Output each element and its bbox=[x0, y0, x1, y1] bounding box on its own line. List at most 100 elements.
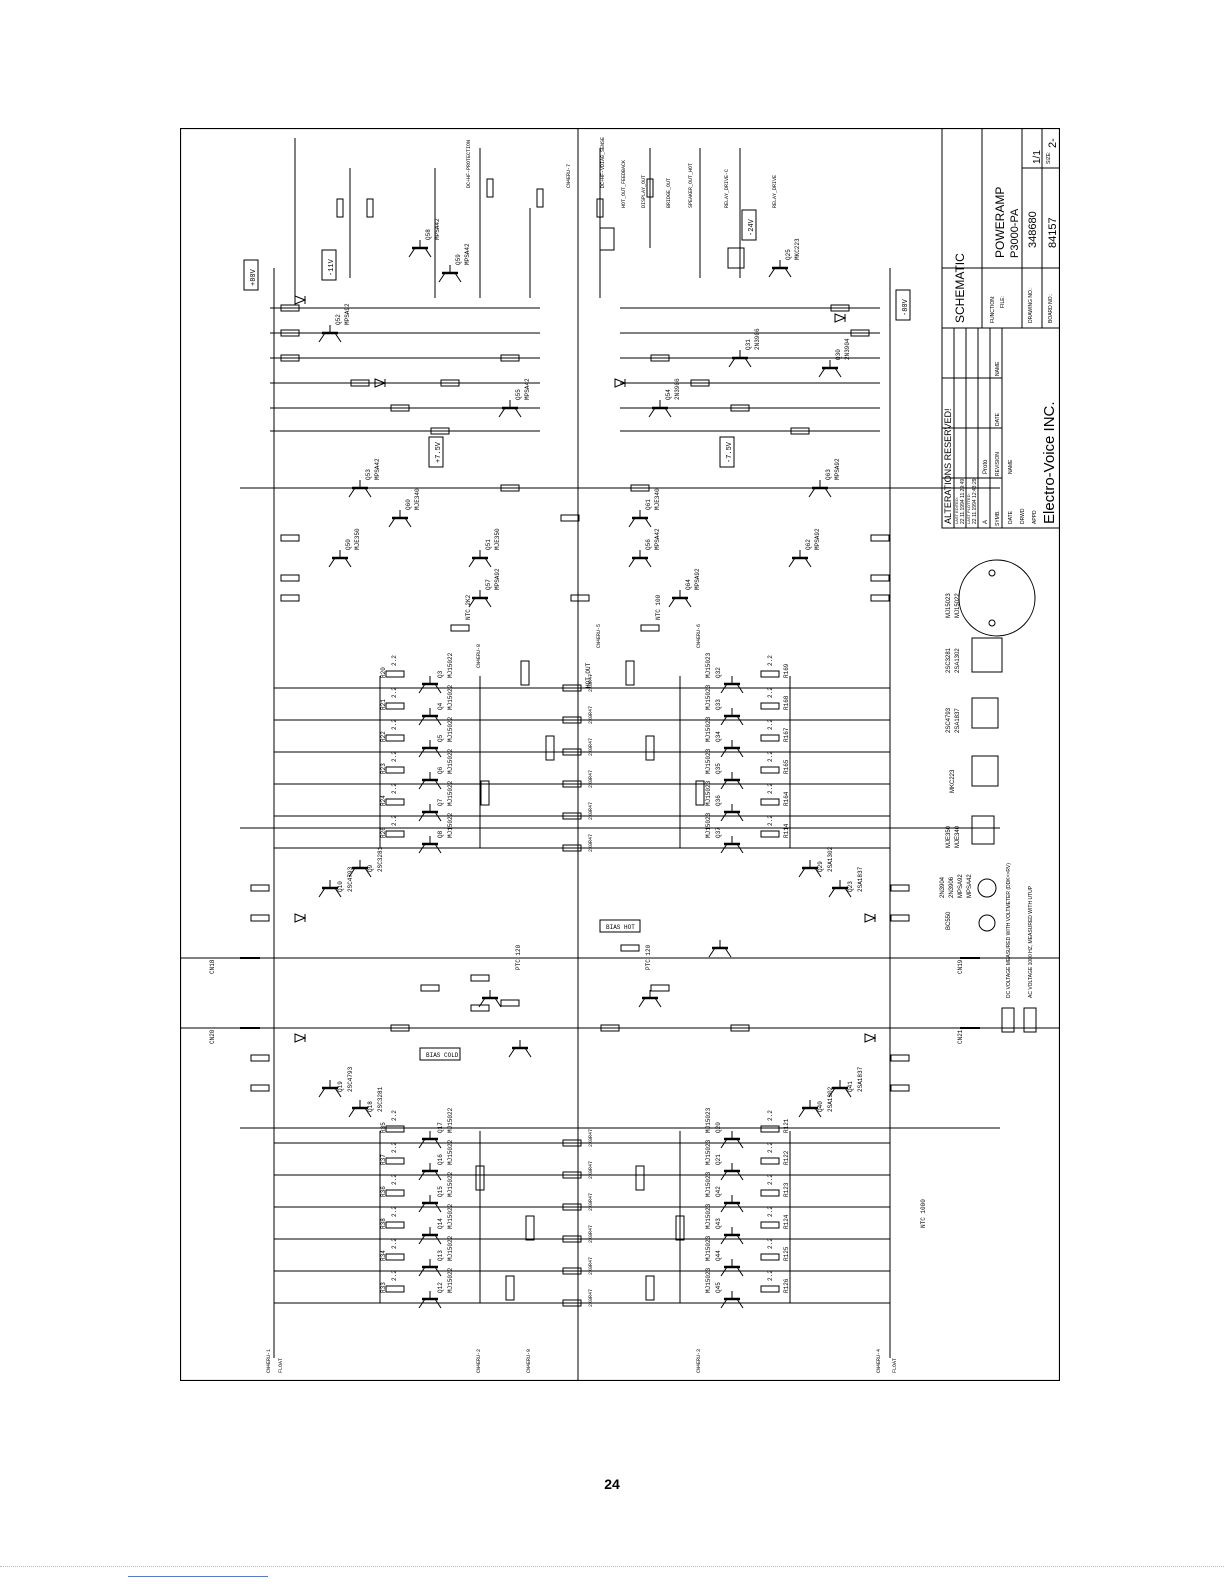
bias-hot-box bbox=[599, 919, 641, 933]
lower-output-left-emitter-resistor bbox=[385, 1285, 405, 1293]
rail-tag: -80V bbox=[902, 298, 910, 316]
package-label: MJE350 bbox=[946, 825, 952, 848]
upper-output-emitter-value: 2.2 bbox=[391, 751, 398, 762]
relay-drive-c-label: RELAY_DRIVE-C bbox=[724, 169, 730, 208]
vas-type: MJE350 bbox=[494, 528, 501, 550]
rail-tag: +80V bbox=[250, 268, 258, 286]
upper-output-right-emitter-resistor bbox=[760, 734, 780, 742]
upper-output-ballast-resistor bbox=[562, 780, 582, 788]
ntc-resistor bbox=[450, 624, 470, 632]
lower-output-ballast-value: 2X0R47 bbox=[588, 1129, 594, 1147]
package-label: MKC223 bbox=[950, 769, 956, 793]
to3-pin bbox=[988, 569, 996, 577]
rail-tag-frame bbox=[428, 436, 444, 468]
upper-output-ballast-value: 2X0R47 bbox=[588, 802, 594, 820]
vas-type: MPSA42 bbox=[374, 458, 381, 480]
connector-label: CN4ERU-1 bbox=[266, 1349, 272, 1373]
driver-resistor bbox=[890, 1054, 910, 1062]
upper-output-right-res-ref: R169 bbox=[783, 663, 790, 678]
transistor-lead bbox=[724, 947, 732, 958]
lower-output-left-res-ref: R38 bbox=[380, 1218, 387, 1229]
upper-output-emitter-value: 2.2 bbox=[391, 783, 398, 794]
upper-output-left-ref: Q4 bbox=[437, 702, 444, 710]
transistor-lead bbox=[736, 1202, 744, 1213]
input-resistor bbox=[430, 427, 450, 435]
driver-type: 2SA1837 bbox=[857, 1066, 864, 1092]
lower-output-emitter-value: 2.2 bbox=[767, 1110, 774, 1121]
transistor-lead bbox=[638, 997, 646, 1008]
rail-tag-frame bbox=[741, 209, 757, 241]
transistor-lead bbox=[720, 683, 728, 694]
lower-output-ballast-resistor bbox=[562, 1203, 582, 1211]
rail-tag-frame bbox=[719, 436, 735, 468]
lower-output-emitter-value: 2.2 bbox=[767, 1270, 774, 1281]
lower-output-emitter-value: 2.2 bbox=[767, 1174, 774, 1185]
drawing-no-value: 348680 bbox=[1027, 211, 1039, 248]
lower-output-right-emitter-resistor bbox=[760, 1253, 780, 1261]
lower-output-ballast-resistor bbox=[562, 1299, 582, 1307]
transistor-lead bbox=[434, 1298, 442, 1309]
upper-output-left-emitter-resistor bbox=[385, 702, 405, 710]
input-type: MPSA42 bbox=[524, 378, 531, 400]
hot-out-label: HOT_OUT bbox=[585, 662, 592, 688]
transistor-lead bbox=[828, 1087, 836, 1098]
driver-resistor bbox=[890, 884, 910, 892]
input-resistor bbox=[280, 354, 300, 362]
input-ref: Q30 bbox=[835, 349, 842, 360]
dc-sense-label: DC+HF-VDIAG_SENSE bbox=[600, 137, 606, 188]
revision-col-header: SYMB. bbox=[995, 510, 1001, 526]
lower-output-right-type: MJ15023 bbox=[705, 1139, 712, 1165]
transistor-lead bbox=[434, 683, 442, 694]
lower-output-left-type: MJ15022 bbox=[447, 1107, 454, 1133]
lower-output-right-emitter-resistor bbox=[760, 1221, 780, 1229]
components bbox=[243, 178, 911, 1309]
upper-output-left-type: MJ15022 bbox=[447, 716, 454, 742]
rail-tag: -7.5V bbox=[726, 441, 734, 463]
transistor-lead bbox=[328, 557, 336, 568]
sheet-value: 1/1 bbox=[1032, 150, 1043, 164]
relay-drive-label: RELAY_DRIVE bbox=[772, 175, 778, 208]
vas-ref: Q56 bbox=[645, 539, 652, 550]
lower-output-left-type: MJ15022 bbox=[447, 1171, 454, 1197]
transistor-lead bbox=[424, 247, 432, 258]
lower-output-left-res-ref: R35 bbox=[380, 1122, 387, 1133]
trim-resistor bbox=[635, 1165, 645, 1191]
upper-output-left-type: MJ15022 bbox=[447, 748, 454, 774]
input-type: 2N3906 bbox=[754, 328, 761, 350]
transistor-lead bbox=[454, 272, 462, 283]
rail-tag-frame bbox=[321, 249, 337, 281]
upper-output-left-res-ref: R26 bbox=[380, 827, 387, 838]
upper-output-left-res-ref: R24 bbox=[380, 795, 387, 806]
upper-output-left-type: MJ15022 bbox=[447, 652, 454, 678]
transistor-lead bbox=[828, 887, 836, 898]
transistor-lead bbox=[514, 407, 522, 418]
upper-output-right-type: MJ15023 bbox=[705, 812, 712, 838]
lower-output-left-res-ref: R37 bbox=[380, 1154, 387, 1165]
trim-resistor bbox=[505, 1275, 515, 1301]
transistor-lead bbox=[798, 1107, 806, 1118]
upper-output-right-ref: Q37 bbox=[715, 827, 722, 838]
upper-output-left-emitter-resistor bbox=[385, 830, 405, 838]
transistor-lead bbox=[318, 332, 326, 343]
last-plotted-value: 22.11.1994 12:43:29 bbox=[972, 478, 978, 524]
upper-output-right-res-ref: R167 bbox=[783, 727, 790, 742]
footer-rule bbox=[0, 1566, 1224, 1567]
connector-label: CN4ERU-2 bbox=[476, 1349, 482, 1373]
vas-ref: Q64 bbox=[685, 579, 692, 590]
schematic-title: SCHEMATIC bbox=[953, 253, 967, 323]
input-ref: Q31 bbox=[745, 339, 752, 350]
vas-ref: Q50 bbox=[345, 539, 352, 550]
sheet-border bbox=[180, 128, 1060, 1381]
vas-resistor bbox=[870, 574, 890, 582]
upper-output-left-ref: Q7 bbox=[437, 798, 444, 806]
upper-output-ballast-value: 2X0R47 bbox=[588, 834, 594, 852]
wiring bbox=[180, 128, 1060, 1381]
protection-resistor bbox=[486, 178, 494, 198]
protection-resistor bbox=[366, 198, 374, 218]
upper-output-left-ref: Q8 bbox=[437, 830, 444, 838]
lower-output-left-ref: Q14 bbox=[437, 1218, 444, 1229]
transistor-lead bbox=[736, 1234, 744, 1245]
lower-output-right-emitter-resistor bbox=[760, 1125, 780, 1133]
mkc-package-outline bbox=[971, 755, 999, 787]
bc550-package-outline bbox=[978, 914, 996, 932]
